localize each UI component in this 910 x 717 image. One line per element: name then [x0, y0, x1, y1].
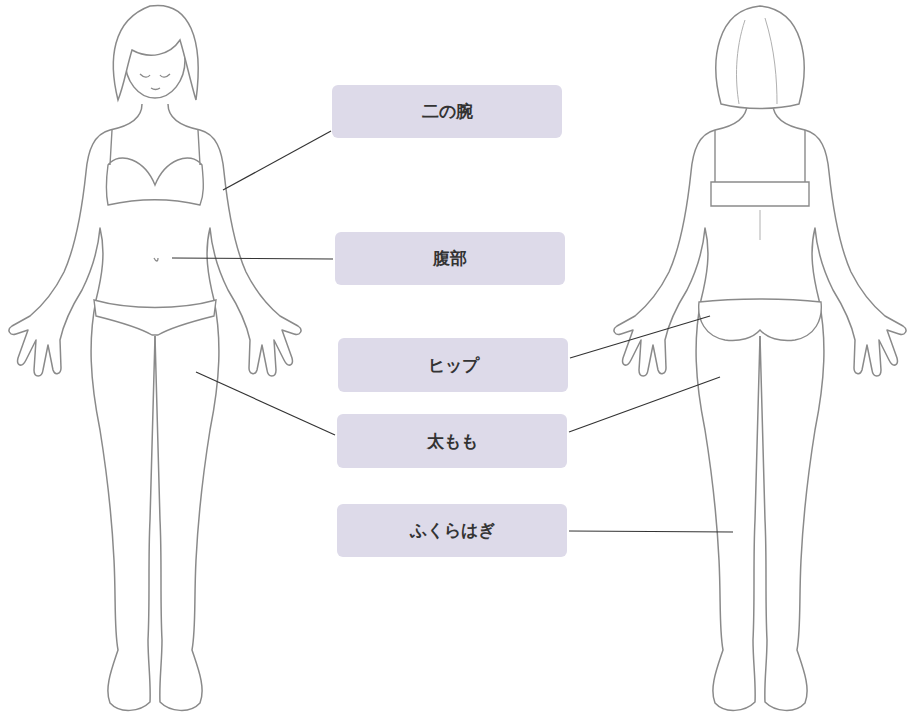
part-label: 二の腕 [422, 100, 473, 123]
label-box: 二の腕 [332, 85, 562, 138]
label-box: ふくらはぎ [337, 504, 567, 557]
part-label: ふくらはぎ [410, 519, 495, 542]
part-label: 腹部 [433, 247, 467, 270]
label-box: ヒップ [338, 338, 568, 392]
part-label: ヒップ [428, 354, 479, 377]
part-label: 太もも [427, 430, 478, 453]
label-box: 太もも [337, 414, 567, 468]
label-box: 腹部 [335, 232, 565, 285]
